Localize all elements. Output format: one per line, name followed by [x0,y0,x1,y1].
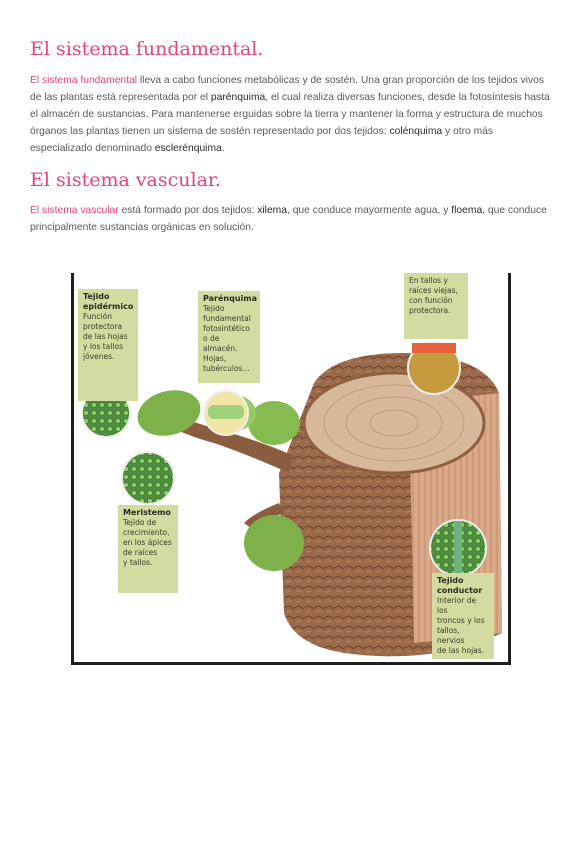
label-line: En tallos y [409,276,448,285]
label-line: protectora [83,322,123,331]
label-line: jóvenes. [83,352,115,361]
label-title: epidérmico [83,302,134,311]
label-line: de las hojas. [437,646,485,655]
label-title: Tejido [83,292,110,301]
label-line: de las hojas [83,332,128,341]
leaf [137,390,201,436]
leaf [244,515,304,571]
term-parenquima: parénquima [210,92,266,103]
text: . [221,143,225,154]
term-esclerenquima: esclerénquima [154,143,222,154]
paragraph-vascular: El sistema vascular está formado por dos… [30,202,550,236]
label-title: Parénquima [203,294,258,303]
term-xilema: xilema [257,205,287,216]
text: y otro más especializado denominado [30,126,494,154]
label-line: crecimiento, [123,528,170,537]
label-line: o de almacén. [203,334,238,353]
label-line: raíces viejas, [409,286,458,295]
term-colenquima: colénquima [389,126,443,137]
label-tejido-epidermico: Tejido epidérmico Función protectora de … [78,289,138,401]
stump-top-rings [302,371,486,475]
label-tejido-conductor: Tejido conductor Interior de los troncos… [432,573,494,659]
label-line: y los tallos [83,342,123,351]
label-line: de raíces [123,548,158,557]
protective-tissue-magnifier [407,341,461,395]
section-heading-fundamental: El sistema fundamental. [30,38,264,60]
label-line: Interior de los [437,596,477,615]
paragraph-fundamental: El sistema fundamental lleva a cabo func… [30,72,550,157]
plant-tissue-illustration: Tejido epidérmico Función protectora de … [71,273,511,665]
leaf [248,401,300,445]
label-parenquima: Parénquima Tejido fundamental fotosintét… [198,291,260,383]
text: está formado por dos tejidos: [118,205,258,216]
term-floema: floema [451,205,483,216]
label-line: Tejido [203,304,225,313]
term-link-fundamental[interactable]: El sistema fundamental [30,75,138,86]
label-line: en los ápices [123,538,172,547]
section-heading-vascular: El sistema vascular. [30,169,221,191]
label-line: tubérculos... [203,364,250,373]
label-line: fotosintético [203,324,250,333]
text: , el cual realiza diversas funciones, de… [30,92,550,137]
label-line: troncos y los [437,616,485,625]
label-title: conductor [437,586,483,595]
label-tejido-protector: En tallos y raíces viejas, con función p… [404,273,468,339]
label-line: protectora. [409,306,451,315]
label-line: y tallos. [123,558,153,567]
label-line: con función [409,296,453,305]
label-line: Función [83,312,112,321]
term-link-vascular[interactable]: El sistema vascular [30,205,119,216]
label-line: tallos, nervios [437,626,465,645]
label-line: Hojas, [203,354,227,363]
label-title: Tejido [437,576,464,585]
label-line: fundamental [203,314,251,323]
label-meristemo: Meristemo Tejido de crecimiento, en los … [118,505,178,593]
label-title: Meristemo [123,508,171,517]
label-line: Tejido de [123,518,157,527]
meristem-magnifier [121,451,175,505]
text: , que conduce mayormente agua, y [286,205,452,216]
branch [164,413,292,473]
text: , que conduce principalmente sustancias … [30,205,547,233]
text: lleva a cabo funciones metabólicas y de … [30,75,544,103]
